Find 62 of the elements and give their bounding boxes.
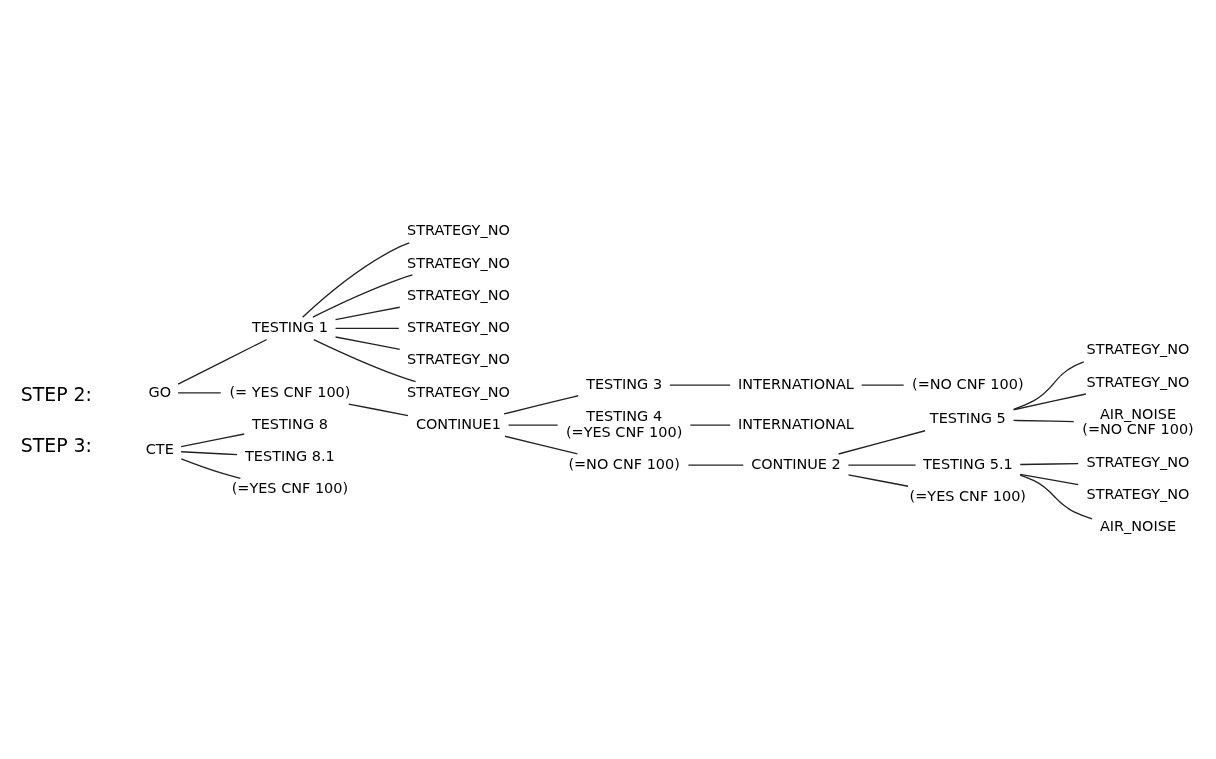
node-text: AIR_NOISE xyxy=(1099,405,1177,422)
node-label: (=YES CNF 100) xyxy=(565,423,683,440)
connector xyxy=(504,435,579,455)
connector xyxy=(837,430,926,455)
node-text: STRATEGY_NO xyxy=(407,383,510,400)
connector xyxy=(503,395,579,415)
node-text: TESTING 5 xyxy=(929,410,1006,427)
connector xyxy=(847,464,917,466)
node-text: STRATEGY_NO xyxy=(1086,453,1190,470)
connector xyxy=(687,464,744,466)
node-text: STRATEGY_NO xyxy=(407,286,510,303)
connector xyxy=(348,403,409,417)
connector xyxy=(861,384,905,386)
connector xyxy=(1019,474,1093,520)
node-text: TESTING 8.1 xyxy=(245,448,335,465)
connector xyxy=(312,274,414,318)
connector xyxy=(1012,419,1075,423)
node-text: CONTINUE 2 xyxy=(751,455,841,472)
node-text: STRATEGY_NO xyxy=(407,351,510,368)
node-text: STRATEGY_NO xyxy=(1086,373,1190,390)
label: STEP 2: xyxy=(20,382,92,405)
connector xyxy=(180,458,242,480)
node-text: (=YES CNF 100) xyxy=(231,480,349,497)
connector xyxy=(689,424,731,426)
node-text: CTE xyxy=(145,441,174,458)
node-text: AIR_NOISE xyxy=(1099,518,1177,535)
connector xyxy=(669,384,731,386)
node-text: CONTINUE1 xyxy=(415,415,501,432)
connector xyxy=(1012,393,1087,411)
node-text: STRATEGY_NO xyxy=(407,254,510,271)
node-text: TESTING 3 xyxy=(586,375,663,392)
node-text: (=YES CNF 100) xyxy=(909,488,1027,505)
connector xyxy=(507,424,559,426)
node-text: INTERNATIONAL xyxy=(738,415,854,432)
node-text: STRATEGY_NO xyxy=(1086,485,1190,502)
node-text: (= YES CNF 100) xyxy=(229,383,351,400)
connector xyxy=(177,338,268,385)
node-text: TESTING 4 xyxy=(586,408,663,425)
connector xyxy=(1013,361,1085,410)
connector xyxy=(334,306,401,321)
label: STEP 3: xyxy=(20,433,92,456)
connector xyxy=(313,338,417,383)
node-text: (=NO CNF 100) xyxy=(912,375,1024,392)
connector xyxy=(334,336,401,351)
connector xyxy=(334,327,400,329)
node-text: INTERNATIONAL xyxy=(738,375,854,392)
connector xyxy=(301,242,410,318)
node-text: STRATEGY_NO xyxy=(407,319,510,336)
node-label: (=NO CNF 100) xyxy=(1082,421,1194,438)
node-text: STRATEGY_NO xyxy=(407,222,510,239)
connector xyxy=(1019,463,1079,466)
connector xyxy=(847,474,909,487)
connector xyxy=(1019,473,1079,486)
node-text: TESTING 1 xyxy=(251,319,328,336)
connector xyxy=(177,392,222,394)
node-text: (=NO CNF 100) xyxy=(568,455,680,472)
node-text: GO xyxy=(148,383,172,400)
node-text: TESTING 5.1 xyxy=(922,455,1013,472)
connector xyxy=(180,433,245,448)
node-text: TESTING 8 xyxy=(251,415,328,432)
node-text: STRATEGY_NO xyxy=(1086,341,1190,358)
connector xyxy=(180,451,238,456)
